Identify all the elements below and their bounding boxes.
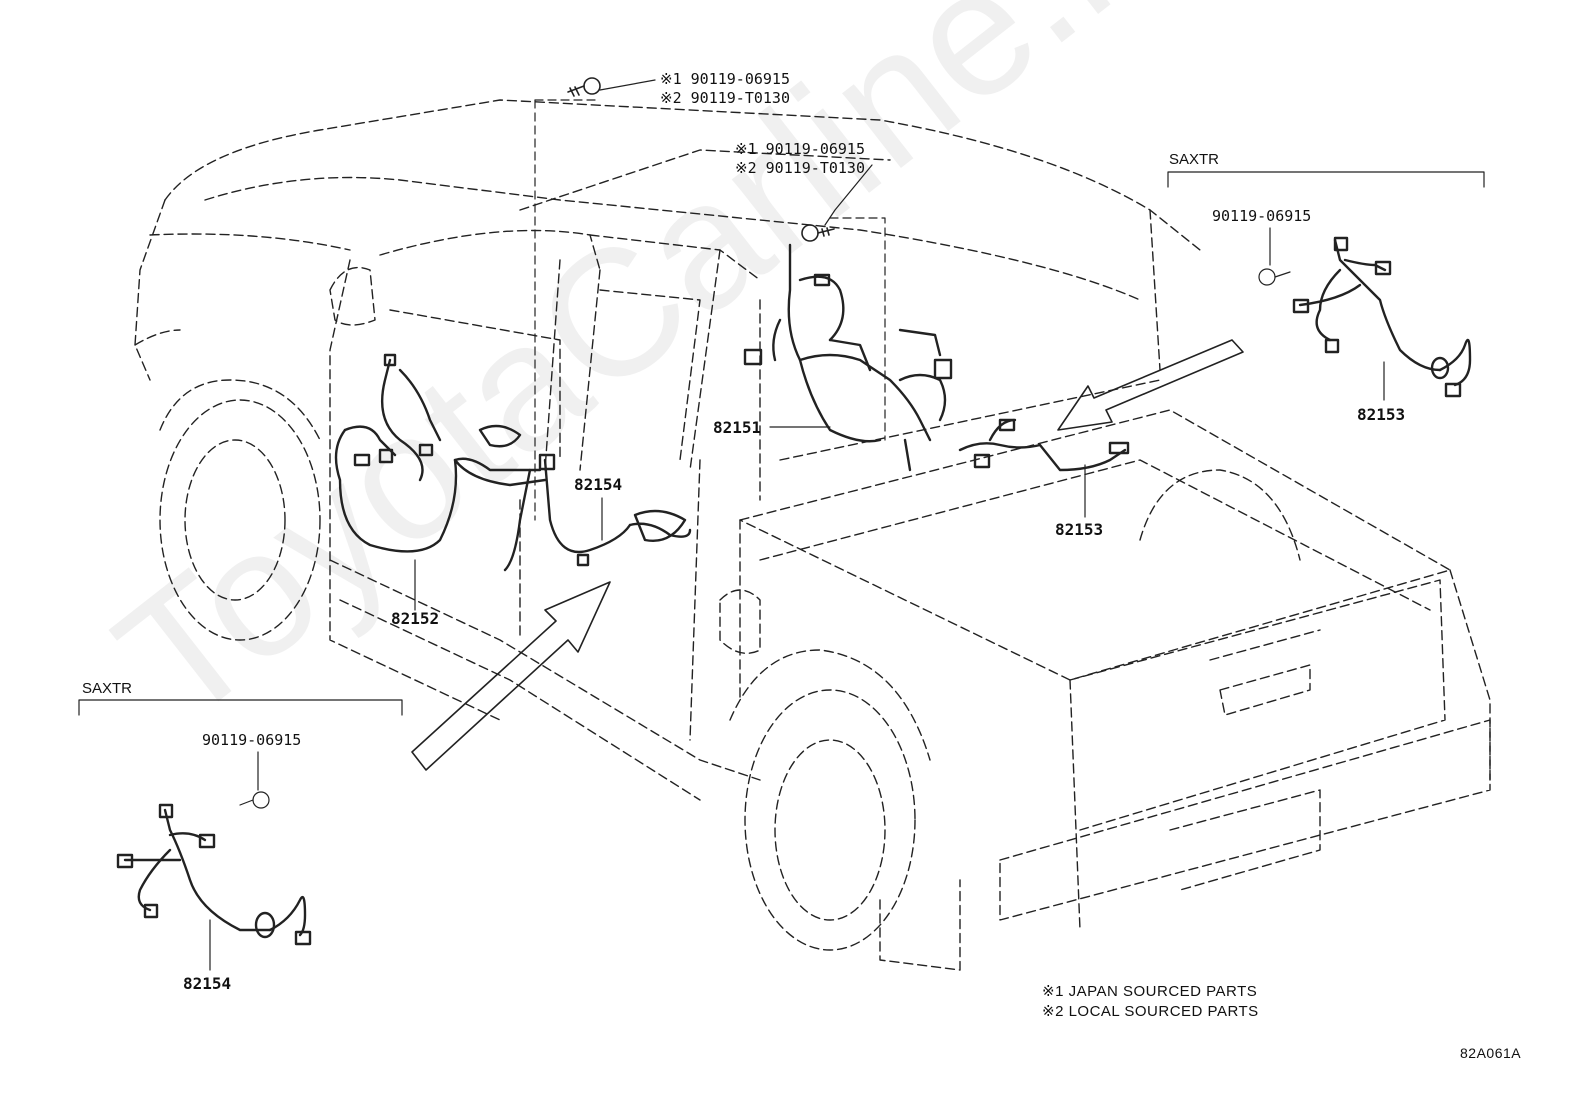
part-82154-main-label: 82154 bbox=[574, 475, 623, 494]
callout-bolt-mid-2: ※2 90119-T0130 bbox=[735, 159, 865, 177]
left-inset-part-label: 82154 bbox=[183, 974, 232, 993]
harness-82154 bbox=[503, 453, 692, 572]
part-82153-main-label: 82153 bbox=[1055, 520, 1104, 539]
note-japan-sourced: ※1 JAPAN SOURCED PARTS bbox=[1042, 983, 1258, 1000]
left-inset-title: SAXTR bbox=[82, 680, 133, 697]
left-inset-bolt-label: 90119-06915 bbox=[202, 731, 302, 749]
callout-leaders bbox=[414, 79, 1086, 611]
right-inset-harness bbox=[1292, 236, 1472, 398]
harness-82152 bbox=[334, 353, 547, 553]
arrow-to-82153 bbox=[1057, 339, 1244, 431]
callout-bolt-top-1: ※1 90119-06915 bbox=[660, 70, 790, 88]
truck-outline bbox=[134, 99, 1491, 971]
left-inset bbox=[78, 699, 403, 971]
right-inset-title: SAXTR bbox=[1169, 151, 1220, 168]
bolt-mid bbox=[801, 224, 835, 242]
part-82152-label: 82152 bbox=[391, 609, 440, 628]
right-inset-bolt-label: 90119-06915 bbox=[1212, 207, 1312, 225]
part-82151-label: 82151 bbox=[713, 418, 762, 437]
callout-bolt-top-2: ※2 90119-T0130 bbox=[660, 89, 790, 107]
harness-82151 bbox=[743, 243, 953, 443]
note-local-sourced: ※2 LOCAL SOURCED PARTS bbox=[1042, 1003, 1259, 1020]
bolt-leader-lines bbox=[534, 99, 886, 521]
left-inset-harness bbox=[116, 803, 312, 946]
callout-bolt-mid-1: ※1 90119-06915 bbox=[735, 140, 865, 158]
arrow-to-82154 bbox=[411, 581, 611, 771]
figure-code: 82A061A bbox=[1460, 1045, 1522, 1061]
bolt-top bbox=[567, 77, 601, 97]
right-inset bbox=[1167, 171, 1485, 401]
harness-82153 bbox=[903, 418, 1130, 472]
right-inset-part-label: 82153 bbox=[1357, 405, 1406, 424]
